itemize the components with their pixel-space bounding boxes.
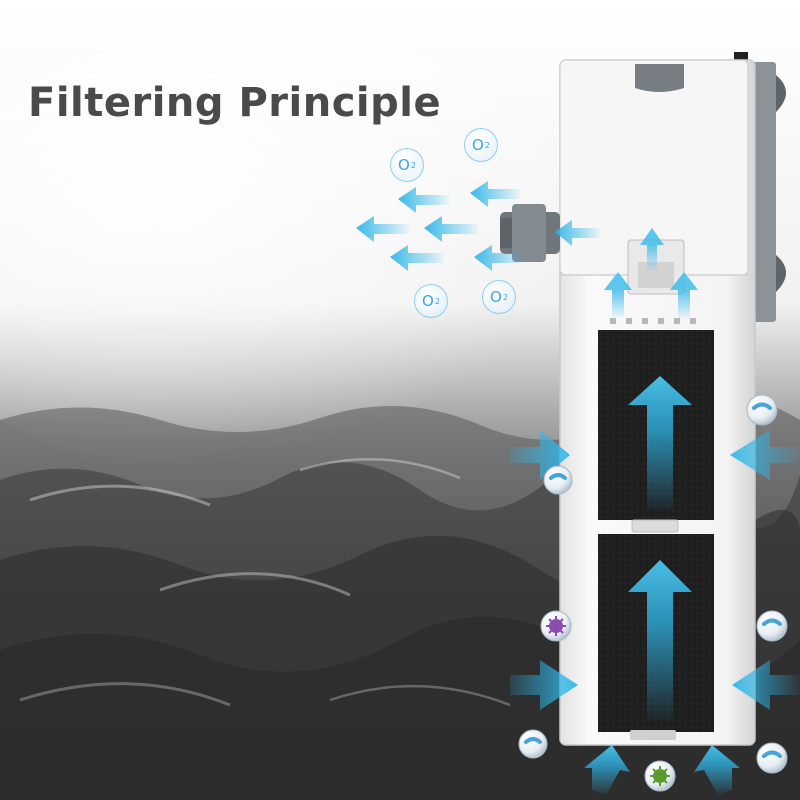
particle-bubble-icon <box>518 394 788 774</box>
bacteria-icon <box>540 610 676 792</box>
page-title: Filtering Principle <box>28 80 442 126</box>
